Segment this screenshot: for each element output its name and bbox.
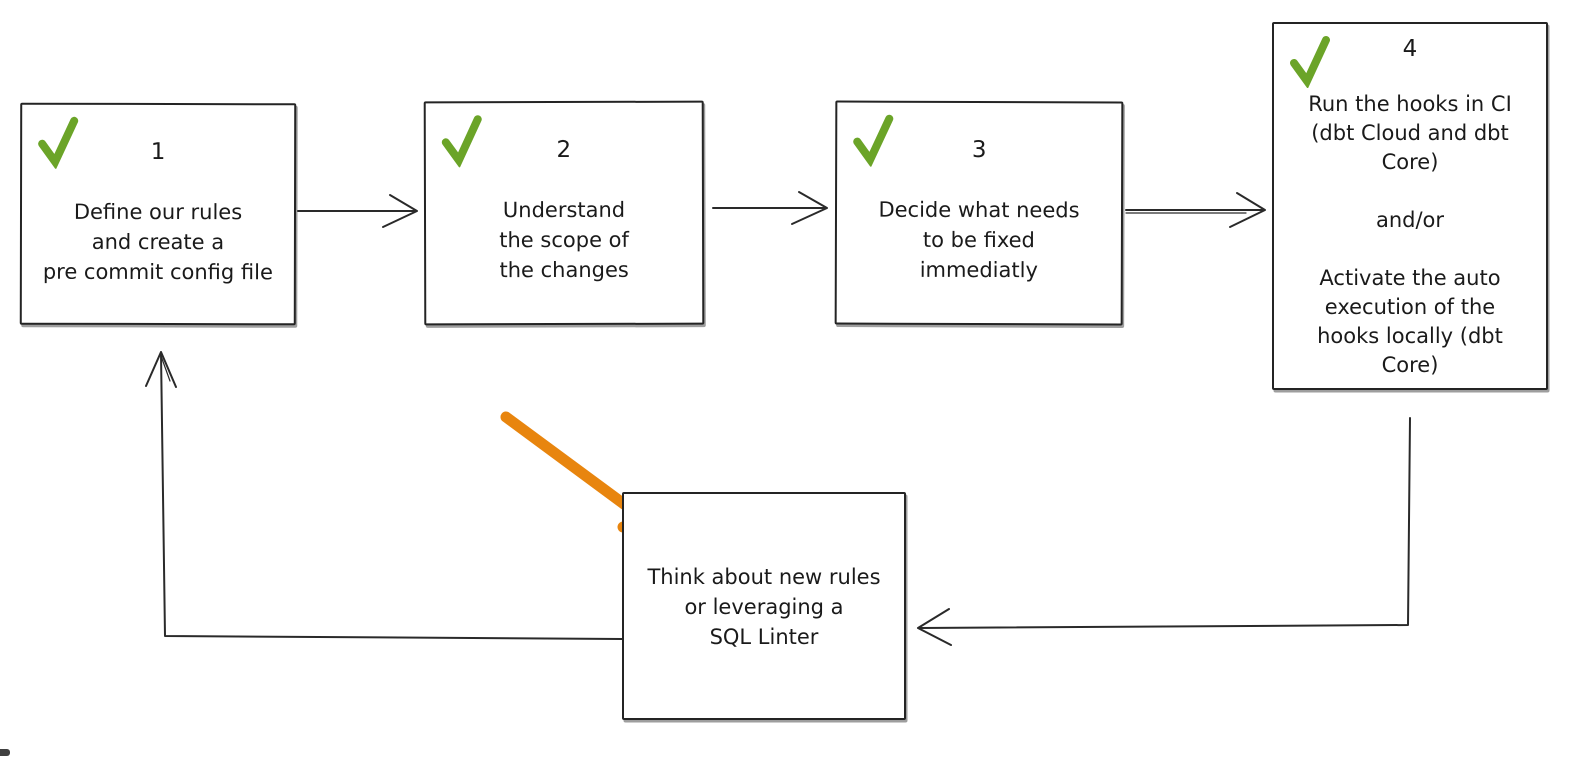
- step-number: 4: [1402, 36, 1418, 62]
- check-icon: [853, 114, 894, 167]
- arrow-step1-to-step2: [297, 194, 418, 228]
- arrow-step2-to-step3: [712, 191, 828, 225]
- arrow-step4-to-feedback: [917, 417, 1411, 646]
- step-label: Decide what needs to be fixed immediatly: [878, 197, 1080, 283]
- step-1-box: 1 Define our rules and create a pre comm…: [19, 102, 297, 326]
- arrow-step3-to-step4: [1125, 192, 1266, 228]
- step-label: Define our rules and create a pre commit…: [42, 199, 273, 285]
- step-4-box: 4 Run the hooks in CI (dbt Cloud and dbt…: [1272, 22, 1548, 390]
- feedback-node-box: Think about new rules or leveraging a SQ…: [622, 492, 906, 720]
- check-icon: [38, 116, 79, 169]
- feedback-node-label: Think about new rules or leveraging a SQ…: [647, 565, 881, 649]
- step-label: Run the hooks in CI (dbt Cloud and dbt C…: [1308, 92, 1512, 377]
- step-3-box: 3 Decide what needs to be fixed immediat…: [834, 100, 1124, 326]
- check-icon: [441, 115, 482, 168]
- step-2-box: 2 Understand the scope of the changes: [423, 100, 705, 326]
- check-icon: [1290, 36, 1330, 88]
- step-label: Understand the scope of the changes: [499, 197, 629, 283]
- screen-edge-artifact: [0, 749, 10, 756]
- arrow-feedback-to-step1: [145, 351, 623, 640]
